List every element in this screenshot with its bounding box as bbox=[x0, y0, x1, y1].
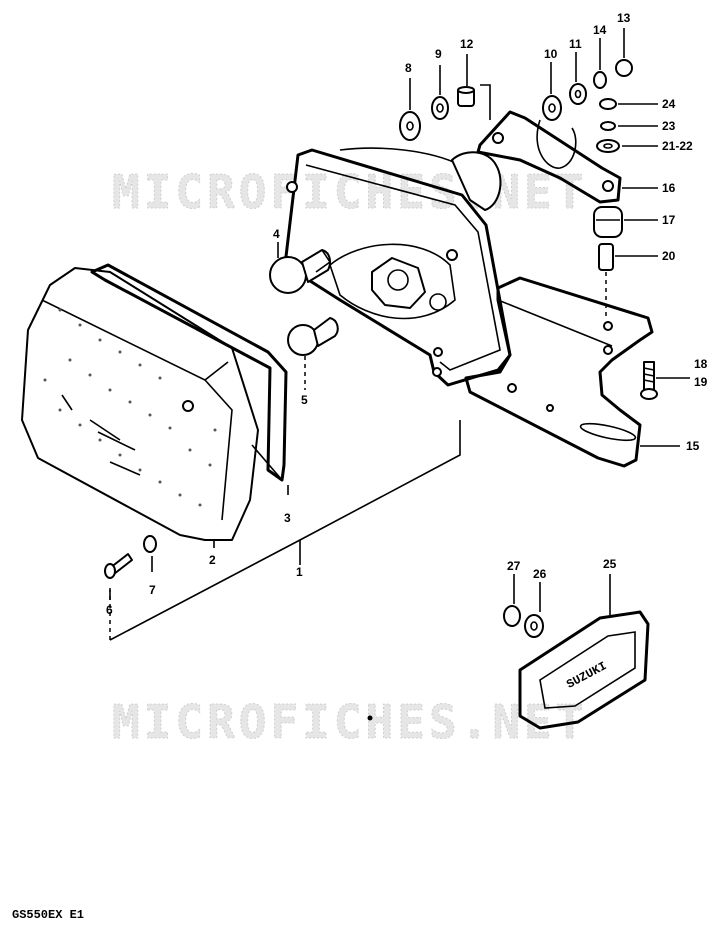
washer-21-22 bbox=[596, 139, 620, 153]
part-label-11: 11 bbox=[569, 37, 582, 51]
part-labels: 1 2 3 4 5 6 7 8 9 10 11 12 13 14 15 16 1… bbox=[106, 11, 708, 617]
screw-18-19 bbox=[640, 361, 658, 400]
part-label-19: 19 bbox=[694, 375, 708, 389]
part-label-25: 25 bbox=[603, 557, 617, 571]
part-label-18: 18 bbox=[694, 357, 708, 371]
lamp-housing bbox=[283, 147, 512, 387]
mounting-stay bbox=[476, 110, 622, 204]
part-label-17: 17 bbox=[662, 213, 676, 227]
washer-7 bbox=[143, 535, 157, 553]
part-label-8: 8 bbox=[405, 61, 412, 75]
lens-gasket bbox=[90, 263, 288, 482]
part-label-12: 12 bbox=[460, 37, 474, 51]
washer-26 bbox=[524, 614, 544, 638]
part-label-26: 26 bbox=[533, 567, 547, 581]
nut-24 bbox=[599, 98, 617, 110]
part-label-5: 5 bbox=[301, 393, 308, 407]
washer-11 bbox=[569, 83, 587, 105]
model-code: GS550EX E1 bbox=[12, 908, 84, 922]
part-label-14: 14 bbox=[593, 23, 607, 37]
watermark-bottom: MICROFICHES.NET bbox=[112, 695, 587, 749]
lamp-bracket bbox=[464, 276, 654, 468]
washer-10 bbox=[542, 95, 562, 121]
washer-9 bbox=[431, 96, 449, 120]
nut-27 bbox=[503, 605, 521, 627]
part-label-20: 20 bbox=[662, 249, 676, 263]
part-label-15: 15 bbox=[686, 439, 700, 453]
part-label-13: 13 bbox=[617, 11, 631, 25]
part-label-4: 4 bbox=[273, 227, 280, 241]
tail-lamp-lens bbox=[21, 267, 259, 541]
watermark-top: MICROFICHES.NET bbox=[112, 165, 587, 219]
nut-14 bbox=[593, 71, 607, 89]
bulb-4 bbox=[269, 249, 332, 294]
part-label-10: 10 bbox=[544, 47, 558, 61]
part-label-9: 9 bbox=[435, 47, 442, 61]
screw-6 bbox=[104, 553, 133, 579]
part-label-6: 6 bbox=[106, 603, 113, 617]
part-label-7: 7 bbox=[149, 583, 156, 597]
reflector-badge-text: SUZUKI bbox=[564, 659, 609, 692]
part-label-21-22: 21-22 bbox=[662, 139, 693, 153]
part-label-1: 1 bbox=[296, 565, 303, 579]
part-label-16: 16 bbox=[662, 181, 676, 195]
part-label-2: 2 bbox=[209, 553, 216, 567]
stray-dot bbox=[367, 715, 373, 721]
washer-23 bbox=[600, 121, 616, 131]
collar-12 bbox=[457, 86, 475, 107]
bulb-5 bbox=[287, 317, 339, 356]
leader-lines bbox=[109, 28, 690, 641]
grommet-17 bbox=[593, 206, 623, 238]
part-label-23: 23 bbox=[662, 119, 676, 133]
part-label-24: 24 bbox=[662, 97, 676, 111]
collar-20 bbox=[598, 243, 614, 271]
part-label-3: 3 bbox=[284, 511, 291, 525]
part-label-27: 27 bbox=[507, 559, 521, 573]
washer-8 bbox=[399, 111, 421, 141]
cap-nut-13 bbox=[615, 59, 633, 77]
